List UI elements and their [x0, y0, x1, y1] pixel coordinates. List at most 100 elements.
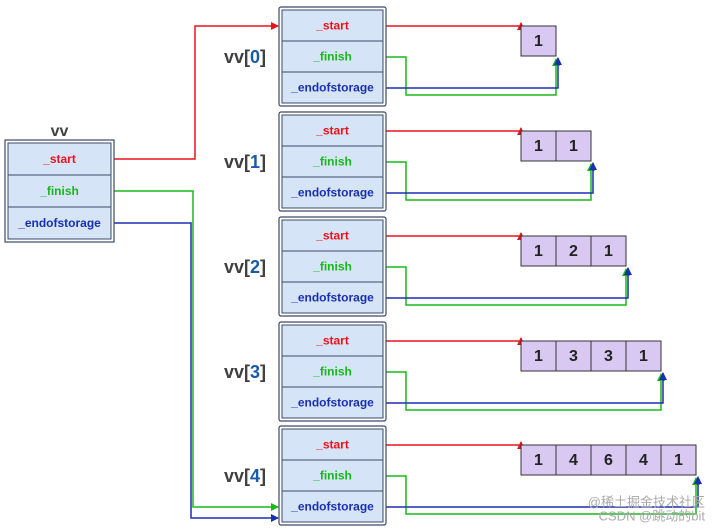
row-3-field-endofstorage-label: _endofstorage — [290, 396, 374, 410]
row-0-start-arrow — [383, 22, 525, 30]
row-2-field-finish — [281, 250, 384, 283]
row-3-label-suffix: ] — [260, 362, 266, 382]
row-3-endofstorage-arrow — [383, 372, 667, 404]
row-0-finish-arrow — [383, 56, 560, 96]
row-1-field-start-label: _start — [315, 124, 349, 138]
row-1-label: vv[1] — [224, 152, 266, 172]
row-0-endofstorage-arrow — [383, 57, 562, 89]
row-4-cell-4-value: 1 — [674, 452, 683, 469]
row-3-label-prefix: vv[ — [224, 362, 250, 382]
row-0-field-start-label: _start — [315, 19, 349, 33]
row-1-field-finish — [281, 145, 384, 178]
row-3-cell-2-value: 3 — [604, 348, 613, 365]
row-0-field-endofstorage-label: _endofstorage — [290, 81, 374, 95]
row-1-cell-0-value: 1 — [534, 138, 543, 155]
row-3-field-start — [281, 324, 384, 357]
row-4-cell-1-value: 4 — [569, 452, 578, 469]
row-0-field-start — [281, 9, 384, 42]
row-3-label: vv[3] — [224, 362, 266, 382]
row-0-cell-0-value: 1 — [534, 33, 543, 50]
row-4-label-suffix: ] — [260, 466, 266, 486]
vv-field-endofstorage-label: _endofstorage — [17, 216, 101, 230]
vv-field-finish-label: _finish — [39, 184, 79, 198]
row-2-field-endofstorage-label: _endofstorage — [290, 291, 374, 305]
row-2-cell-2-value: 1 — [604, 243, 613, 260]
watermark-line-2: CSDN @跳动的bit — [599, 508, 706, 523]
row-4-field-finish-label: _finish — [312, 469, 352, 483]
row-1-cell-1 — [555, 130, 592, 162]
row-3-field-endofstorage — [281, 386, 384, 419]
vv-field-start-label: _start — [42, 152, 76, 166]
row-1-finish-arrow — [383, 161, 595, 201]
row-2-start-arrow — [383, 232, 525, 240]
row-3-field-finish — [281, 355, 384, 388]
row-4-cell-0 — [520, 444, 557, 476]
row-2-cell-1-value: 2 — [569, 243, 578, 260]
row-4-cell-2 — [590, 444, 627, 476]
row-3-cell-1-value: 3 — [569, 348, 578, 365]
row-4-field-endofstorage — [281, 490, 384, 523]
row-1-label-prefix: vv[ — [224, 152, 250, 172]
row-2-cell-2 — [590, 235, 627, 267]
row-4-start-arrow — [383, 441, 525, 449]
row-3-label-index: 3 — [250, 362, 260, 382]
row-0-label-index: 0 — [250, 47, 260, 67]
row-2-field-start-label: _start — [315, 229, 349, 243]
row-2-endofstorage-arrow — [383, 267, 632, 299]
row-1-endofstorage-arrow — [383, 162, 597, 194]
row-4-finish-arrow — [383, 475, 700, 515]
row-0-label-suffix: ] — [260, 47, 266, 67]
labels: vv _start _finish _endofstorage _start _finis… — [17, 19, 705, 524]
row-0-label-prefix: vv[ — [224, 47, 250, 67]
row-0-field-finish — [281, 40, 384, 73]
row-1-label-suffix: ] — [260, 152, 266, 172]
vv-field-endofstorage — [7, 206, 112, 240]
row-1-field-endofstorage-label: _endofstorage — [290, 186, 374, 200]
vv-field-finish — [7, 174, 112, 208]
row-0-label: vv[0] — [224, 47, 266, 67]
row-4-cell-2-value: 6 — [604, 452, 613, 469]
row-4-field-start — [281, 428, 384, 461]
row-3-cell-3-value: 1 — [639, 348, 648, 365]
vv-label: vv — [51, 123, 69, 140]
row-3-field-finish-label: _finish — [312, 365, 352, 379]
row-4-field-start-label: _start — [315, 438, 349, 452]
row-2-finish-arrow — [383, 266, 630, 306]
row-2-label-suffix: ] — [260, 257, 266, 277]
row-2-label-prefix: vv[ — [224, 257, 250, 277]
connector-lines — [111, 22, 702, 522]
row-4-endofstorage-arrow — [383, 476, 702, 508]
row-4-cell-3 — [625, 444, 662, 476]
row-3-finish-arrow — [383, 371, 665, 411]
row-0-field-endofstorage — [281, 71, 384, 104]
row-0-field-finish-label: _finish — [312, 50, 352, 64]
row-4-label: vv[4] — [224, 466, 266, 486]
vv-endofstorage-arrow — [111, 222, 279, 522]
row-2-cell-1 — [555, 235, 592, 267]
row-3-cell-3 — [625, 340, 662, 372]
row-4-label-index: 4 — [250, 466, 260, 486]
row-1-field-finish-label: _finish — [312, 155, 352, 169]
row-4-field-finish — [281, 459, 384, 492]
row-2-label-index: 2 — [250, 257, 260, 277]
row-3-start-arrow — [383, 337, 525, 345]
row-1-field-endofstorage — [281, 176, 384, 209]
row-4-cell-4 — [660, 444, 697, 476]
boxes — [4, 6, 697, 526]
row-3-cell-0-value: 1 — [534, 348, 543, 365]
row-1-cell-1-value: 1 — [569, 138, 578, 155]
row-2-field-finish-label: _finish — [312, 260, 352, 274]
row-2-cell-0 — [520, 235, 557, 267]
row-1-field-start — [281, 114, 384, 147]
row-1-label-index: 1 — [250, 152, 260, 172]
watermark-line-1: @稀土掘金技术社区 — [588, 494, 705, 509]
row-3-cell-0 — [520, 340, 557, 372]
row-4-field-endofstorage-label: _endofstorage — [290, 500, 374, 514]
row-3-field-start-label: _start — [315, 334, 349, 348]
row-2-label: vv[2] — [224, 257, 266, 277]
row-4-cell-3-value: 4 — [639, 452, 648, 469]
row-2-field-start — [281, 219, 384, 252]
row-1-start-arrow — [383, 127, 525, 135]
row-4-label-prefix: vv[ — [224, 466, 250, 486]
